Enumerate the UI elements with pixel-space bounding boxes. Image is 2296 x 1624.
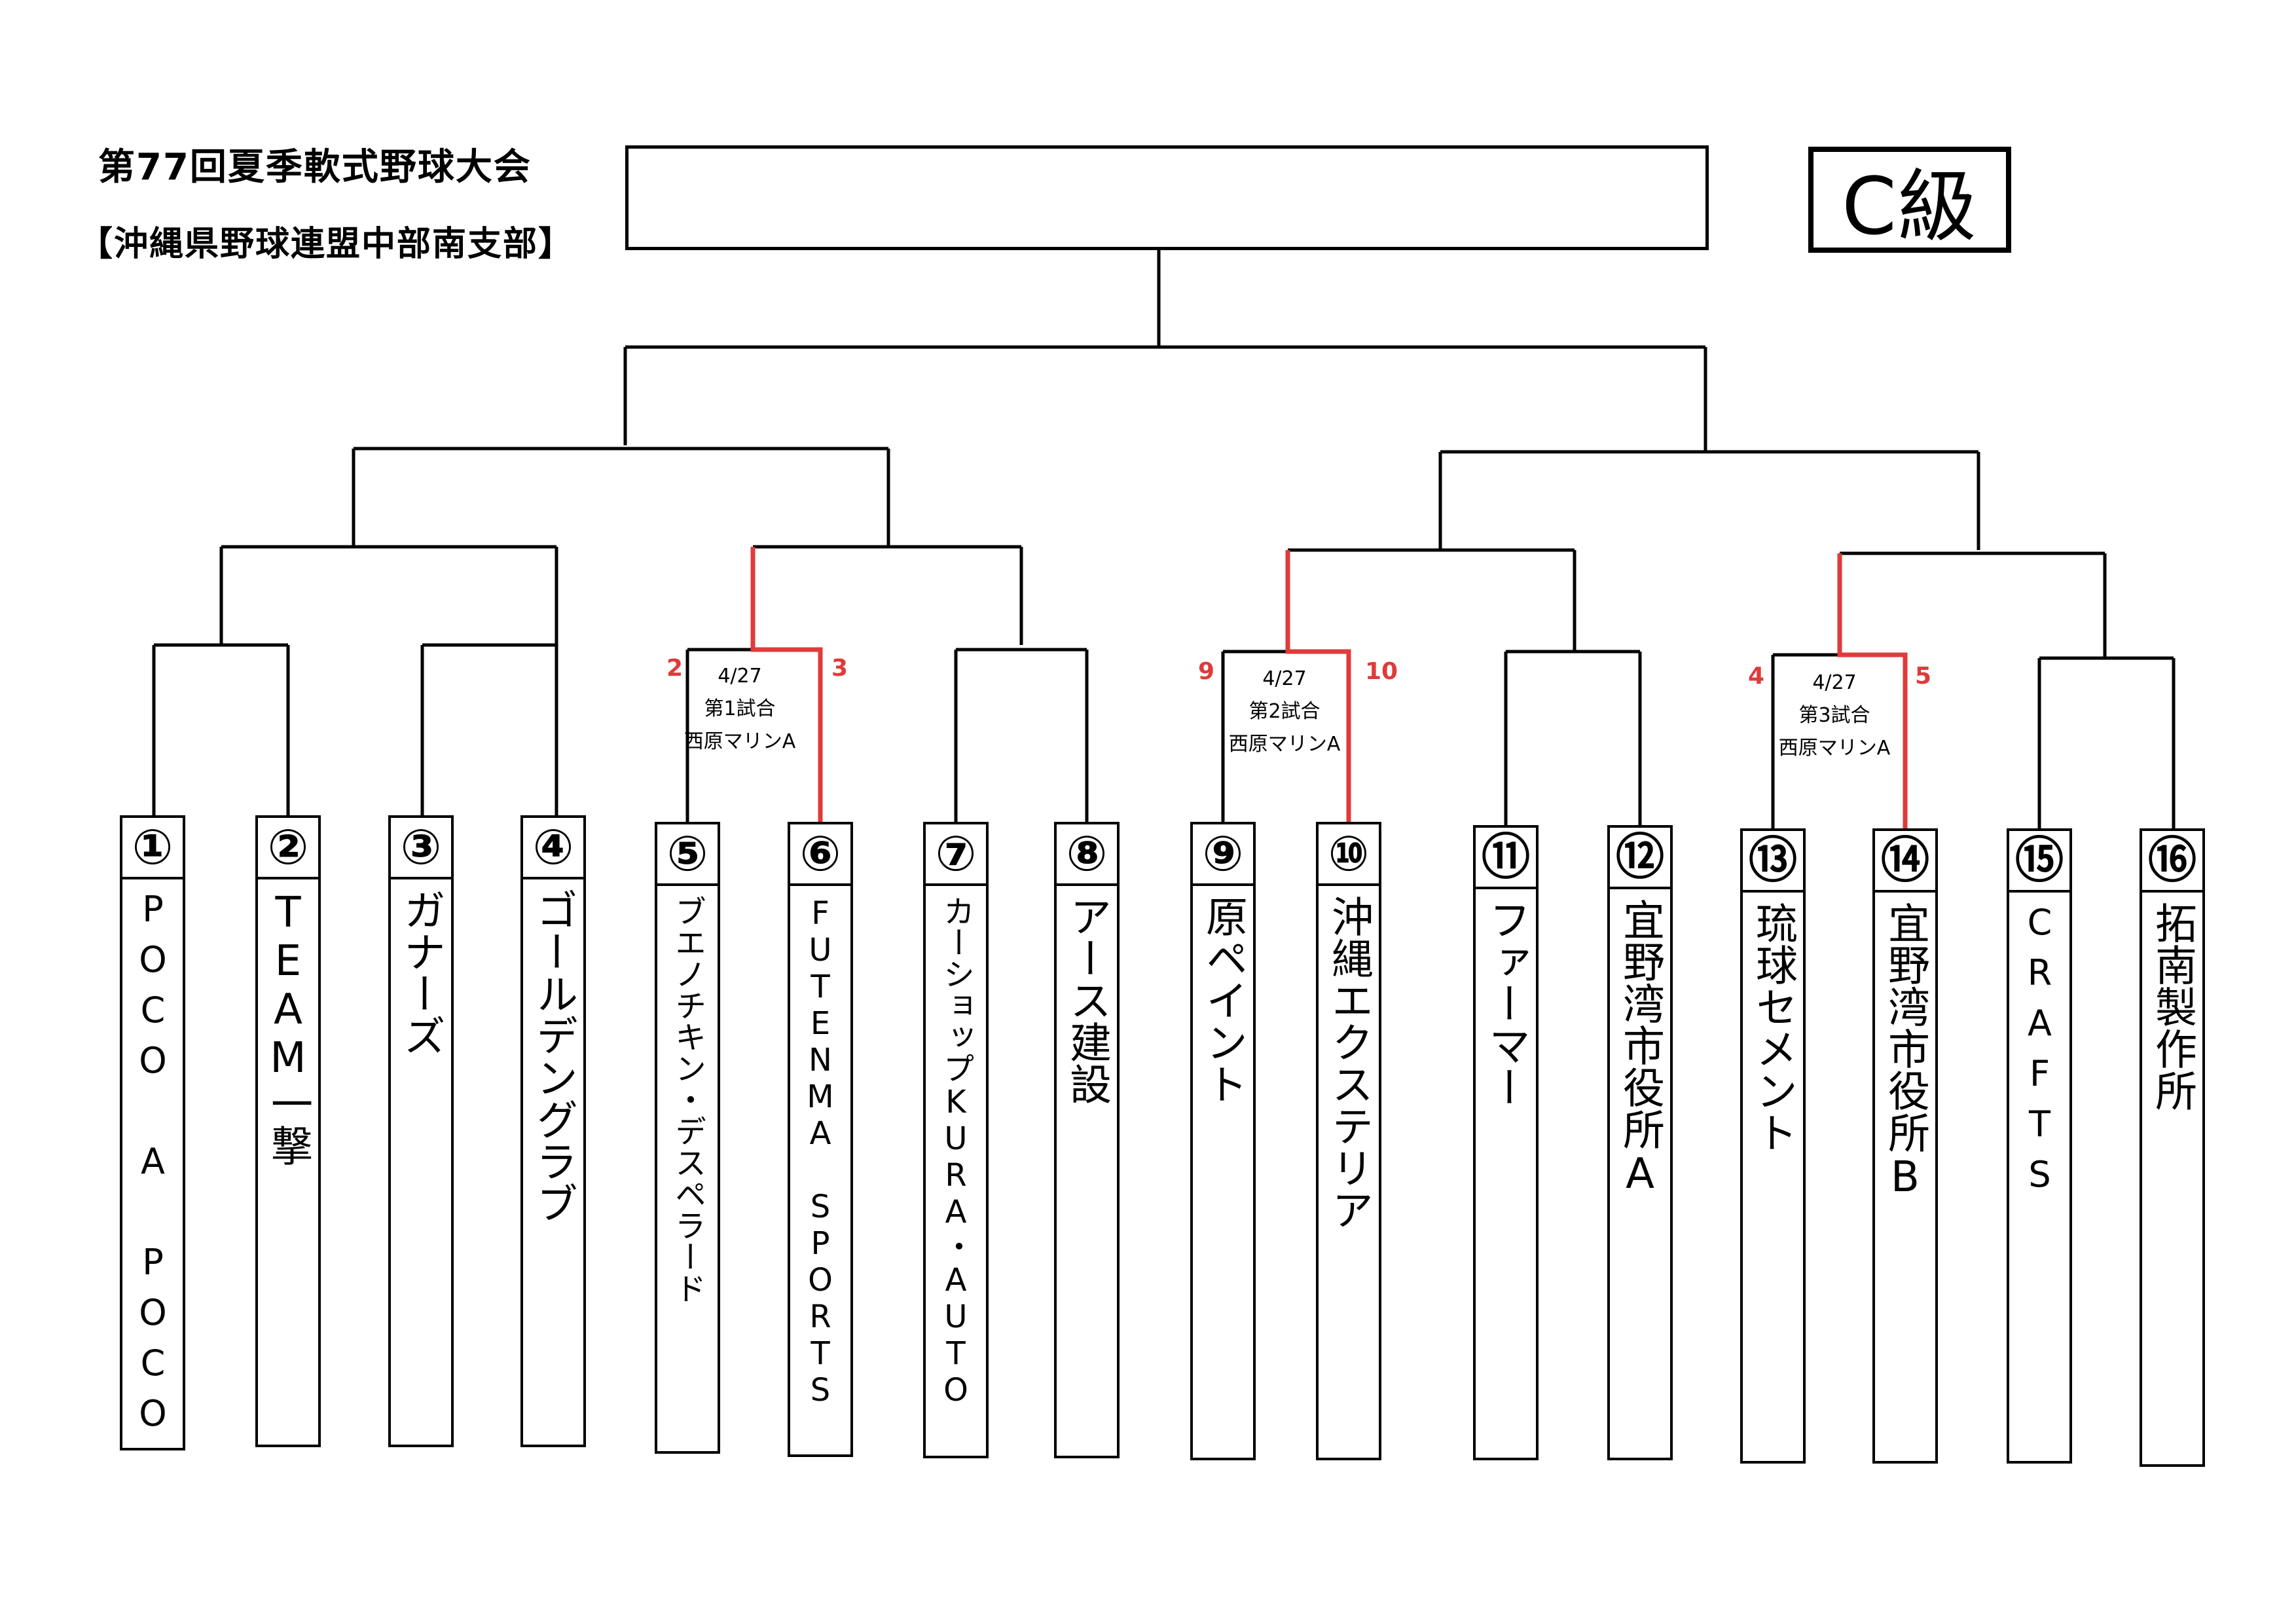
winner-path-game3 <box>1837 553 1908 828</box>
winner-path-game2 <box>1285 550 1351 822</box>
r1-5-6 <box>685 648 753 822</box>
team-number: ⑩ <box>1319 824 1379 886</box>
tournament-title: 第77回夏季軟式野球大会 <box>98 146 532 189</box>
team-name: ゴールデングラブ <box>529 889 577 1224</box>
semi-left-bracket <box>352 347 890 547</box>
r1-1-2 <box>152 643 290 815</box>
team-box-15: ⑮ CRAFTS <box>2007 828 2072 1464</box>
tournament-subtitle: 【沖縄県野球連盟中部南支部】 <box>79 225 574 264</box>
team-name: POCO A POCO <box>132 889 173 1443</box>
qf2 <box>753 545 1023 645</box>
team-box-2: ② TEAM一撃 <box>255 815 321 1447</box>
team-name: 宜野湾市役所B <box>1881 902 1929 1202</box>
team-box-12: ⑫ 宜野湾市役所A <box>1607 825 1673 1460</box>
team-name: ガナーズ <box>397 889 445 1056</box>
class-label: C級 <box>1808 147 2011 253</box>
team-box-16: ⑯ 拓南製作所 <box>2140 828 2205 1467</box>
r1-7-8 <box>954 648 1089 822</box>
team-number: ⑪ <box>1476 828 1536 889</box>
team-number: ⑬ <box>1743 831 1803 893</box>
team-box-9: ⑨ 原ペイント <box>1190 822 1256 1460</box>
team-box-6: ⑥ FUTENMA SPORTS <box>788 822 853 1457</box>
qf3 <box>1288 548 1576 652</box>
team-box-3: ③ ガナーズ <box>388 815 454 1447</box>
team-box-4: ④ ゴールデングラブ <box>520 815 586 1447</box>
team-name: カーショップKURA・AUTO <box>938 895 974 1409</box>
semi-right-bracket <box>1438 347 1980 550</box>
team-number: ③ <box>391 818 451 879</box>
game1-score-right: 3 <box>831 655 848 682</box>
team-number: ⑫ <box>1610 828 1670 889</box>
game2-score-right: 10 <box>1365 658 1398 685</box>
team-name: FUTENMA SPORTS <box>802 895 839 1409</box>
game3-venue: 西原マリンA <box>1778 737 1891 760</box>
game2-match: 第2試合 <box>1248 700 1321 723</box>
game1-info: 4/27 第1試合 西原マリンA <box>655 660 825 758</box>
game1-venue: 西原マリンA <box>683 730 796 753</box>
champion-box <box>625 145 1709 250</box>
team-name: 琉球セメント <box>1749 902 1797 1153</box>
team-box-11: ⑪ ファーマー <box>1473 825 1539 1460</box>
team-number: ⑯ <box>2142 831 2202 893</box>
game3-date: 4/27 <box>1812 671 1857 694</box>
r1-11-12 <box>1504 650 1642 825</box>
team-box-14: ⑭ 宜野湾市役所B <box>1872 828 1938 1464</box>
game3-info: 4/27 第3試合 西原マリンA <box>1749 667 1920 765</box>
team-box-5: ⑤ ブエノチキン・デスペラード <box>655 822 720 1454</box>
team-name: 原ペイント <box>1199 895 1247 1105</box>
game1-date: 4/27 <box>718 665 762 688</box>
team-name: アース建設 <box>1063 895 1111 1105</box>
team-number: ⑤ <box>657 824 718 886</box>
team-number: ⑦ <box>926 824 986 886</box>
team-name: 沖縄エクステリア <box>1324 895 1373 1230</box>
game1-score-left: 2 <box>666 655 683 682</box>
team-number: ⑭ <box>1875 831 1935 893</box>
r1-13-14 <box>1771 653 1840 828</box>
team-name: 宜野湾市役所A <box>1616 898 1664 1198</box>
qf4 <box>1840 551 2107 658</box>
r1-9-10 <box>1221 650 1288 822</box>
team-name: 拓南製作所 <box>2148 902 2196 1111</box>
team-number: ② <box>258 818 318 879</box>
winner-path-game1 <box>750 547 823 822</box>
team-number: ① <box>122 818 183 879</box>
team-name: ブエノチキン・デスペラード <box>669 895 706 1304</box>
team-number: ⑧ <box>1057 824 1117 886</box>
team-number: ⑮ <box>2009 831 2069 893</box>
team-name: CRAFTS <box>2019 902 2060 1204</box>
team-name: ファーマー <box>1482 898 1530 1108</box>
game2-info: 4/27 第2試合 西原マリンA <box>1199 663 1370 761</box>
qf1 <box>219 545 558 645</box>
team-box-8: ⑧ アース建設 <box>1054 822 1120 1458</box>
game2-score-left: 9 <box>1198 658 1215 685</box>
game3-match: 第3試合 <box>1798 704 1870 727</box>
game2-venue: 西原マリンA <box>1228 733 1341 756</box>
team-number: ④ <box>523 818 583 879</box>
game3-score-left: 4 <box>1748 663 1765 690</box>
team-name: TEAM一撃 <box>264 889 312 1166</box>
game1-match: 第1試合 <box>704 697 776 720</box>
team-number: ⑨ <box>1193 824 1253 886</box>
team-box-7: ⑦ カーショップKURA・AUTO <box>923 822 989 1458</box>
team-box-13: ⑬ 琉球セメント <box>1740 828 1806 1464</box>
team-box-1: ① POCO A POCO <box>120 815 185 1450</box>
r1-3-4 <box>420 643 558 815</box>
game3-score-right: 5 <box>1915 663 1932 690</box>
team-number: ⑥ <box>790 824 850 886</box>
team-box-10: ⑩ 沖縄エクステリア <box>1316 822 1381 1460</box>
game2-date: 4/27 <box>1262 667 1307 690</box>
r1-15-16 <box>2037 656 2176 828</box>
